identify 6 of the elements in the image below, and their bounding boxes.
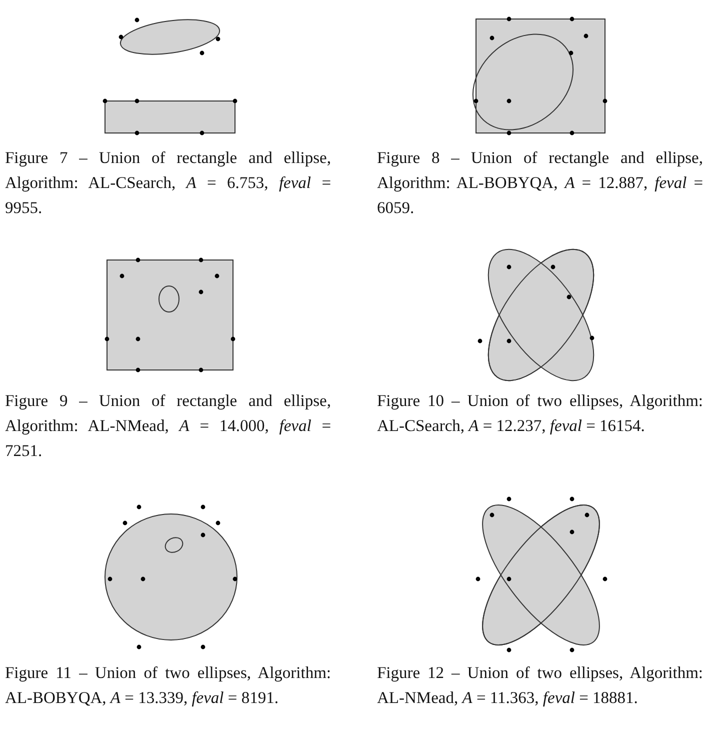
figure-caption: Figure 11 – Union of two ellipses, Algorithm: AL-BOBYQA, A = 13.339, feval = 8191. bbox=[5, 662, 331, 709]
figure-caption: Figure 9 – Union of rectangle and ellipse, Algorithm: AL-NMead, A = 14.000, feval = 7251. bbox=[5, 390, 331, 462]
figure-caption: Figure 8 – Union of rectangle and ellipse, Algorithm: AL-BOBYQA, A = 12.887, feval = 6059. bbox=[377, 147, 703, 219]
figure-caption: Figure 12 – Union of two ellipses, Algorithm: AL-NMead, A = 11.363, feval = 18881. bbox=[377, 662, 703, 709]
figure-caption: Figure 10 – Union of two ellipses, Algorithm: AL-CSearch, A = 12.237, feval = 16154. bbox=[377, 390, 703, 437]
figure-caption: Figure 7 – Union of rectangle and ellipse, Algorithm: AL-CSearch, A = 6.753, feval = 9955. bbox=[5, 147, 331, 219]
